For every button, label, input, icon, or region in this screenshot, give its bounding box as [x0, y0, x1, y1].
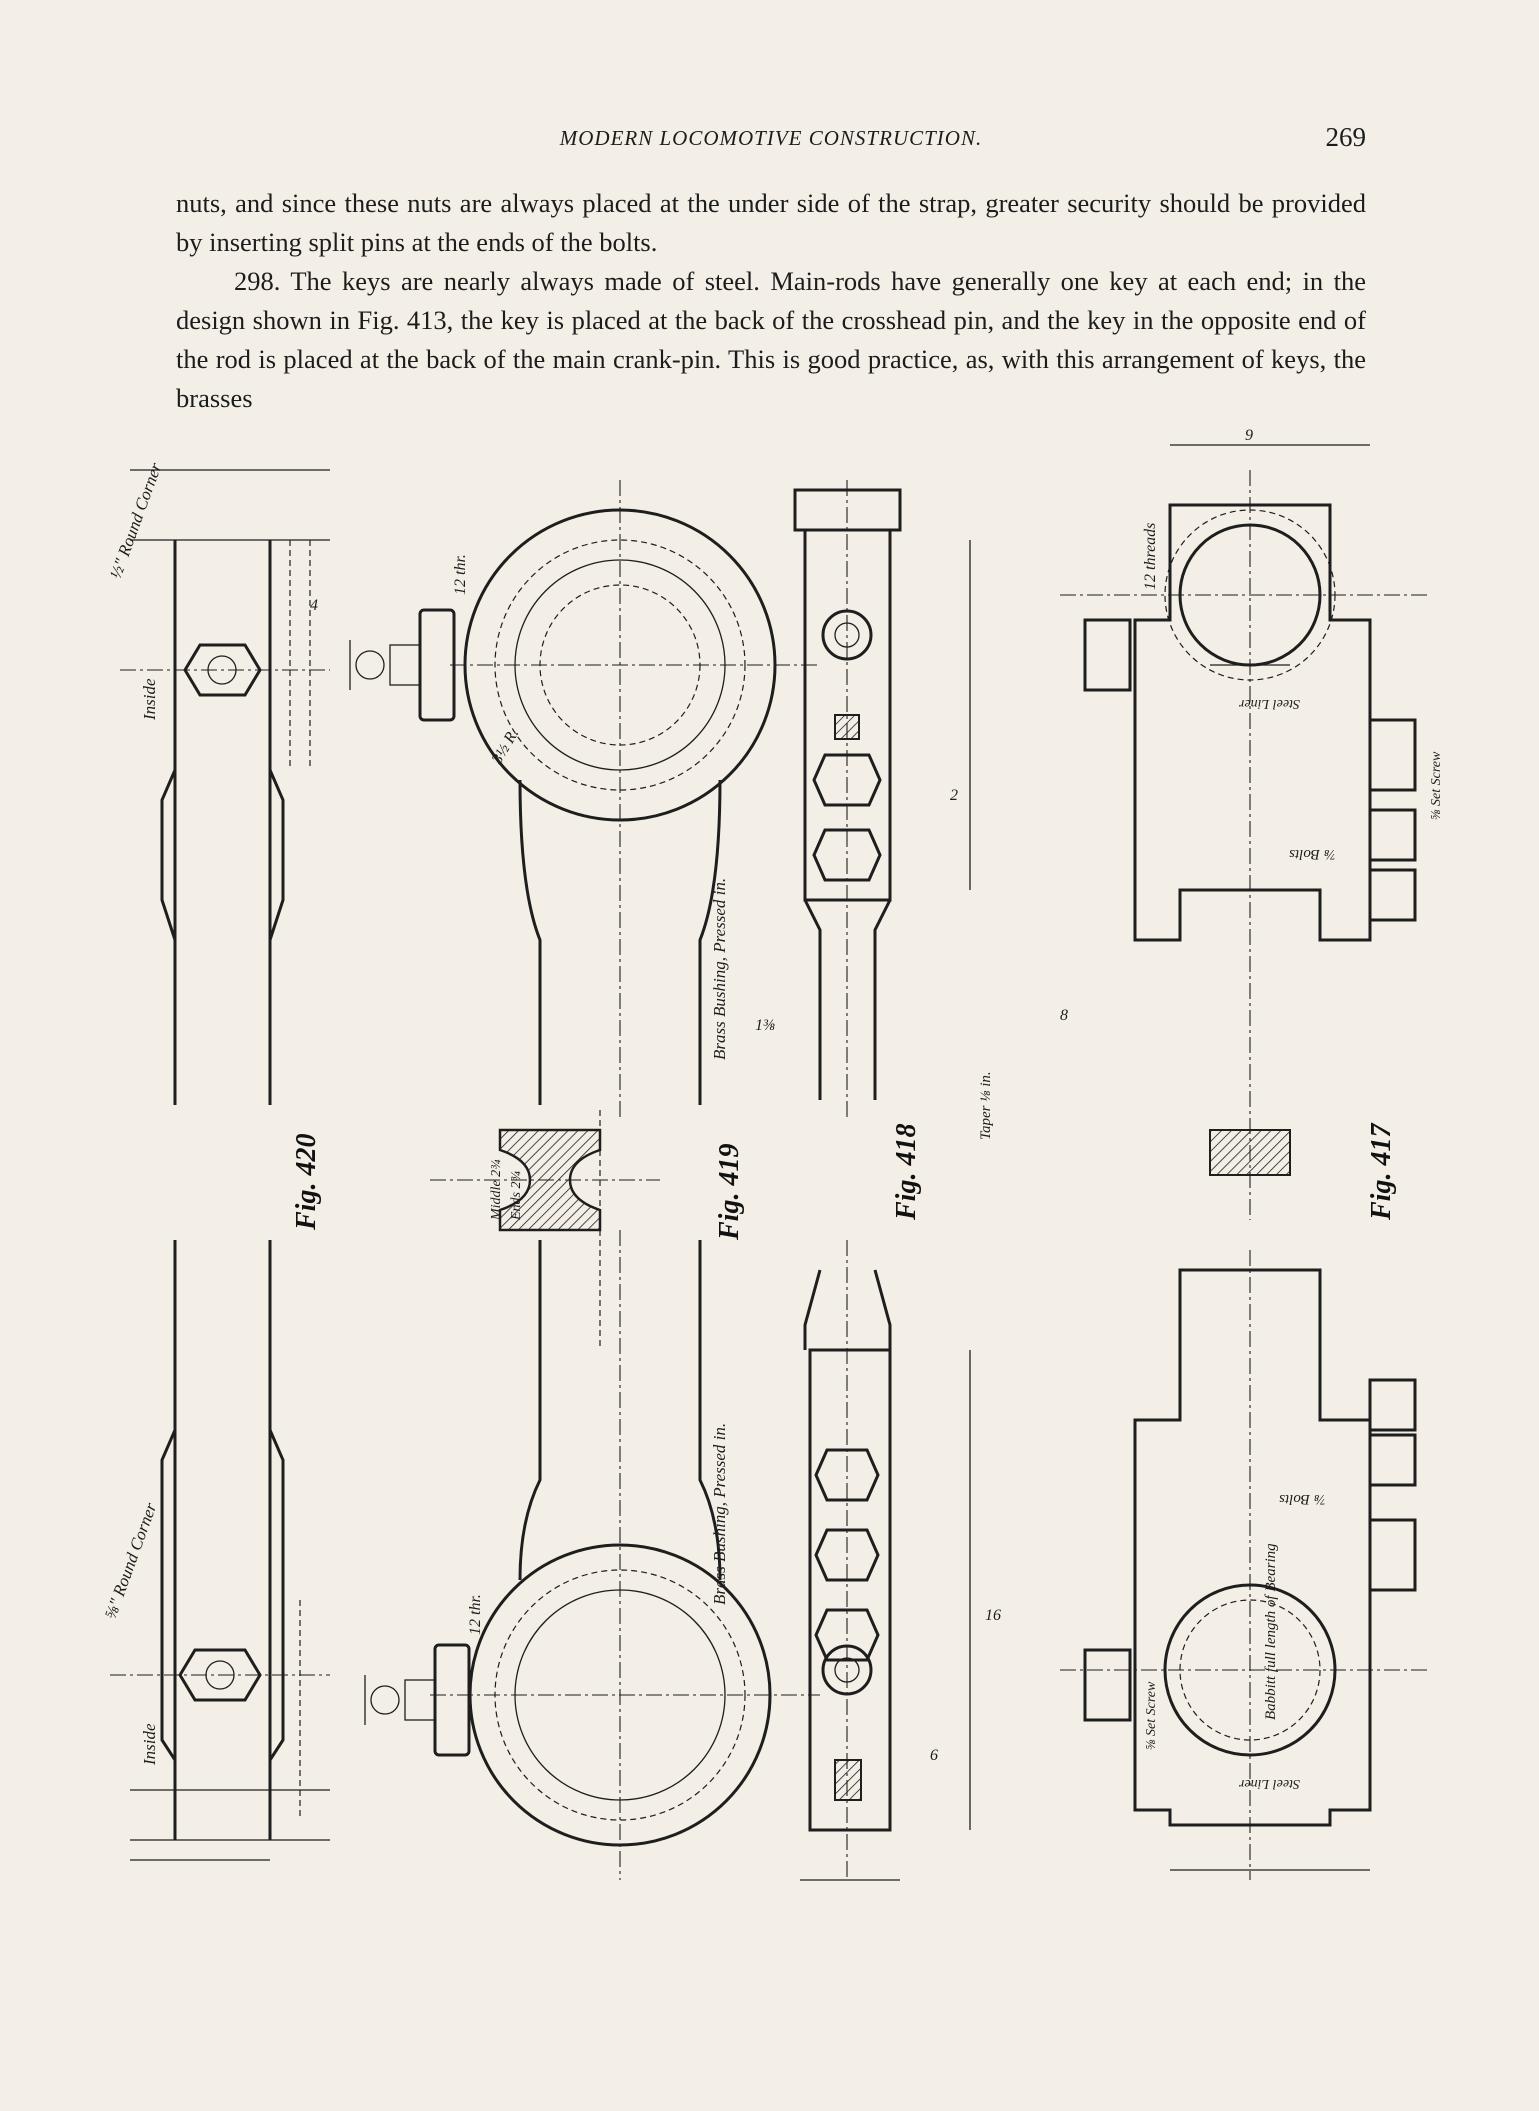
- dim-4: 4: [310, 597, 318, 614]
- fig-418-caption: Fig. 418: [891, 1124, 922, 1221]
- paragraph-298: 298. The keys are nearly always made of …: [176, 266, 1366, 413]
- fig417-strap-top: [1060, 470, 1430, 1220]
- fig419-rod-end-top: [349, 480, 820, 1350]
- fig418-edge-view-bottom: [803, 1240, 892, 1880]
- label-steel-liner-top: Steel Liner: [1238, 696, 1300, 711]
- label-bolts-bottom: ⅞ Bolts: [1279, 1491, 1325, 1507]
- label-bolts-top: ⅞ Bolts: [1289, 846, 1335, 862]
- label-set-screw-top: ⅝ Set Screw: [1429, 751, 1444, 820]
- label-inside-bottom: Inside: [140, 1723, 159, 1766]
- paragraph-continued: nuts, and since these nuts are always pl…: [176, 188, 1366, 257]
- running-head: MODERN LOCOMOTIVE CONSTRUCTION. 269: [176, 122, 1366, 158]
- fig-420-caption: Fig. 420: [291, 1134, 322, 1231]
- label-12-threads: 12 threads: [1142, 523, 1159, 590]
- dim-6: 6: [930, 1747, 938, 1764]
- dimension-lines: [130, 444, 1370, 1881]
- label-round-corner-bottom: ⅝" Round Corner: [101, 1500, 161, 1621]
- dim-2: 2: [950, 787, 958, 804]
- fig-417-caption: Fig. 417: [1366, 1123, 1397, 1221]
- label-round-corner-top: ½" Round Corner: [106, 460, 166, 581]
- dim-8: 8: [1060, 1007, 1068, 1024]
- engineering-drawing-plate: Fig. 420 Fig. 419 Fig. 418 Fig. 417 ½" R…: [100, 420, 1490, 1960]
- label-inside-top: Inside: [140, 678, 159, 721]
- label-12-thr-bottom: 12 thr.: [467, 1594, 484, 1635]
- fig-419-caption: Fig. 419: [714, 1144, 745, 1241]
- running-title: MODERN LOCOMOTIVE CONSTRUCTION.: [559, 126, 983, 150]
- body-text: nuts, and since these nuts are always pl…: [176, 184, 1366, 418]
- rod-cross-section: [430, 1128, 660, 1232]
- fig420-side-view-bottom: [110, 1240, 330, 1841]
- fig419-rod-end-bottom: [364, 1230, 820, 1880]
- label-set-screw-bottom: ⅝ Set Screw: [1144, 1681, 1159, 1750]
- fig418-edge-view-top: [793, 480, 902, 1120]
- label-babbitt: Babbitt full length of Bearing: [1263, 1543, 1279, 1720]
- label-middle: Middle 2¾: [489, 1159, 504, 1221]
- dim-1-3-8: 1⅜: [755, 1017, 775, 1034]
- fig420-side-view-top: [120, 469, 330, 1105]
- label-12-thr-top: 12 thr.: [452, 554, 469, 595]
- label-brass-bushing-top: Brass Bushing, Pressed in.: [710, 878, 729, 1060]
- label-brass-bushing-bottom: Brass Bushing, Pressed in.: [710, 1423, 729, 1605]
- page-number: 269: [1325, 122, 1367, 152]
- label-radius: 3½ R.: [488, 726, 522, 768]
- dim-16: 16: [985, 1607, 1001, 1624]
- label-ends: Ends 2¾: [509, 1171, 524, 1222]
- label-steel-liner-bottom: Steel Liner: [1238, 1776, 1300, 1791]
- dim-9: 9: [1245, 427, 1253, 444]
- fig417-strap-bottom: [1060, 1250, 1430, 1880]
- rod-end-drawings: Fig. 420 Fig. 419 Fig. 418 Fig. 417 ½" R…: [101, 427, 1444, 1881]
- label-taper-418: Taper ⅛ in.: [978, 1071, 994, 1140]
